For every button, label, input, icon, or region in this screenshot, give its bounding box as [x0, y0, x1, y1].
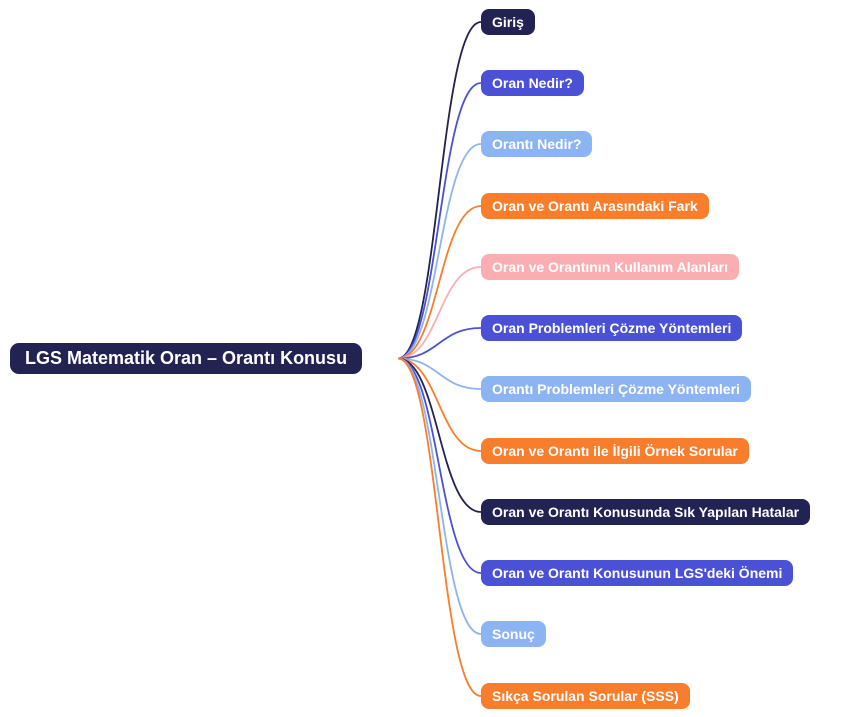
node-lgs-onemi[interactable]: Oran ve Orantı Konusunun LGS'deki Önemi — [481, 560, 794, 586]
node-oranti-nedir[interactable]: Orantı Nedir? — [481, 131, 593, 157]
node-ornek-sorular[interactable]: Oran ve Orantı ile İlgili Örnek Sorular — [481, 438, 749, 464]
node-sik-yapilan-hatalar[interactable]: Oran ve Orantı Konusunda Sık Yapılan Hat… — [481, 499, 811, 525]
root-node-lgs-matematik[interactable]: LGS Matematik Oran – Orantı Konusu — [10, 343, 363, 374]
node-oran-nedir[interactable]: Oran Nedir? — [481, 70, 584, 96]
node-giris[interactable]: Giriş — [481, 9, 535, 35]
node-kullanim-alanlari[interactable]: Oran ve Orantının Kullanım Alanları — [481, 254, 739, 280]
link-arasindaki-fark — [397, 205, 482, 360]
link-oranti-problemleri — [397, 357, 482, 390]
link-sss — [397, 357, 482, 697]
link-oranti-nedir — [397, 143, 482, 360]
link-kullanim-alanlari — [397, 266, 482, 360]
link-oran-problemleri — [397, 327, 482, 360]
node-sonuc[interactable]: Sonuç — [481, 621, 546, 647]
link-sonuc — [397, 357, 482, 635]
node-oran-problemleri[interactable]: Oran Problemleri Çözme Yöntemleri — [481, 315, 743, 341]
link-ornek-sorular — [397, 357, 482, 452]
node-oranti-problemleri[interactable]: Orantı Problemleri Çözme Yöntemleri — [481, 376, 751, 402]
link-lgs-onemi — [397, 357, 482, 574]
node-arasindaki-fark[interactable]: Oran ve Orantı Arasındaki Fark — [481, 193, 709, 219]
link-giris — [397, 21, 482, 360]
node-sss[interactable]: Sıkça Sorulan Sorular (SSS) — [481, 683, 690, 709]
link-sik-yapilan-hatalar — [397, 357, 482, 513]
link-oran-nedir — [397, 82, 482, 360]
